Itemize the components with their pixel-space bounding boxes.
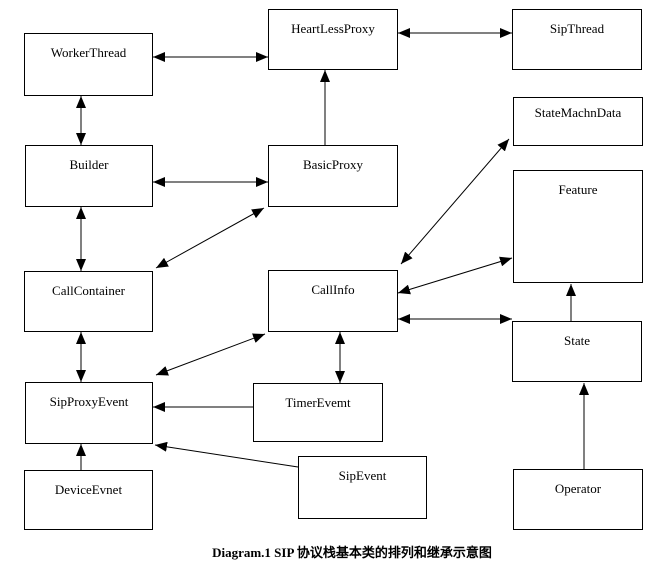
node-sipthread-label: SipThread — [549, 21, 605, 36]
node-sipevent-box: SipEvent — [298, 456, 427, 519]
node-operator-label: Operator — [554, 481, 602, 496]
node-callinfo-label: CallInfo — [311, 282, 355, 297]
node-basicproxy-label: BasicProxy — [303, 157, 363, 172]
edge-sipevent-sipproxyevent — [154, 441, 299, 468]
node-sipthread-box: SipThread — [512, 9, 642, 70]
node-heartlessproxy-box: HeartLessProxy — [268, 9, 398, 70]
node-sipevent-label: SipEvent — [338, 468, 387, 483]
node-workerthread-box: WorkerThread — [24, 33, 153, 96]
node-builder-box: Builder — [25, 145, 153, 207]
node-deviceevnet-label: DeviceEvnet — [54, 482, 123, 497]
node-callcontainer-box: CallContainer — [24, 271, 153, 332]
node-statemachndata-box: StateMachnData — [513, 97, 643, 146]
node-basicproxy-box: BasicProxy — [268, 145, 398, 207]
node-timerevemt-box: TimerEvemt — [253, 383, 383, 442]
edge-callinfo-statemachndata — [400, 138, 510, 265]
node-heartlessproxy-label: HeartLessProxy — [291, 21, 375, 36]
node-feature-label: Feature — [558, 182, 598, 197]
node-operator-box: Operator — [513, 469, 643, 530]
node-feature-box: Feature — [513, 170, 643, 283]
node-timerevemt-label: TimerEvemt — [285, 395, 351, 410]
edge-sipproxyevent-callinfo — [155, 333, 266, 376]
edge-callinfo-feature — [397, 256, 513, 295]
node-callinfo-box: CallInfo — [268, 270, 398, 332]
diagram-caption: Diagram.1 SIP 协议栈基本类的排列和继承示意图 — [212, 545, 492, 560]
node-statemachndata-label: StateMachnData — [534, 105, 622, 120]
node-callcontainer-label: CallContainer — [52, 283, 125, 298]
node-builder-label: Builder — [69, 157, 109, 172]
node-workerthread-label: WorkerThread — [50, 45, 127, 60]
node-deviceevnet-box: DeviceEvnet — [24, 470, 153, 530]
node-sipproxyevent-label: SipProxyEvent — [49, 394, 129, 409]
edge-callcontainer-basicproxy — [155, 207, 265, 269]
node-state-label: State — [564, 333, 590, 348]
node-state-box: State — [512, 321, 642, 382]
node-sipproxyevent-box: SipProxyEvent — [25, 382, 153, 444]
